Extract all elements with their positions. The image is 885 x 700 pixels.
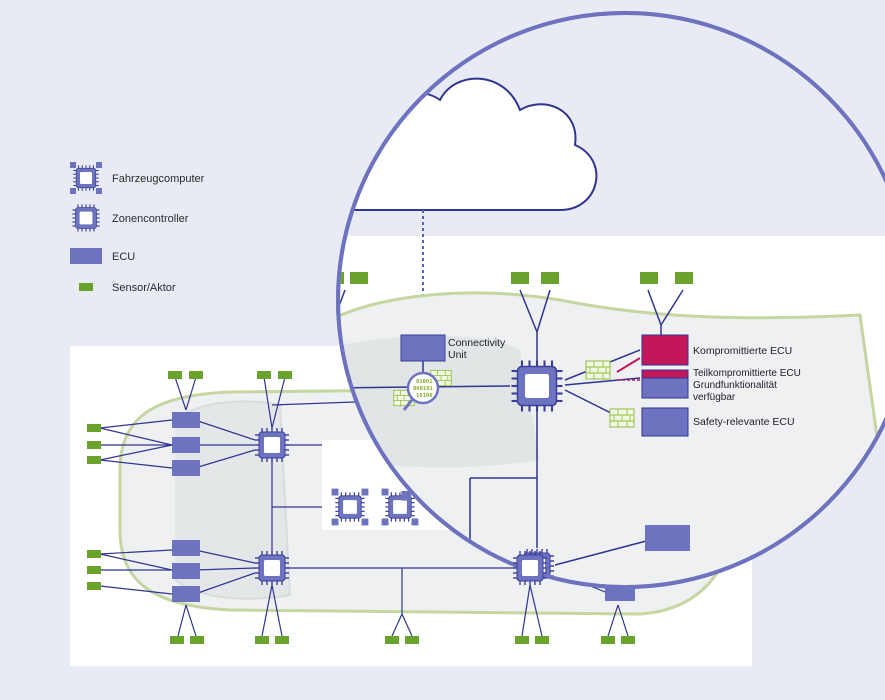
binary-line-1: 01001 (416, 379, 433, 385)
sensor (601, 636, 615, 644)
sensor (189, 371, 203, 379)
sensor-actuator-icon (79, 283, 93, 291)
sensor-group-lower (87, 371, 635, 644)
sensor (190, 636, 204, 644)
sensor (535, 636, 549, 644)
sensor (350, 272, 368, 284)
sensor (87, 456, 101, 464)
sensor (87, 424, 101, 432)
ecu-front-left-2 (172, 437, 200, 453)
partially-compromised-label-3: verfügbar (693, 392, 736, 403)
ecu-rear-left-3 (172, 586, 200, 602)
vehicle-computer-icon (70, 162, 102, 194)
vehicle-computer-1 (332, 489, 369, 526)
sensor (541, 272, 559, 284)
ecu-rear-right-2 (605, 585, 635, 601)
connectivity-unit-label-2: Unit (448, 349, 467, 361)
firewall-icon (585, 360, 611, 380)
legend-ecu: ECU (112, 251, 135, 263)
ecu-icon (70, 248, 102, 264)
partially-compromised-label-2: Grundfunktionalität (693, 380, 777, 391)
zone-controller-icon (71, 203, 101, 233)
sensor (675, 272, 693, 284)
ecu-rear-left-2 (172, 563, 200, 579)
car-window-magnified (340, 335, 540, 468)
inspection-magnifier-icon: 01001 000101 10100 (402, 371, 440, 411)
zone-controller-magnified (510, 359, 564, 413)
firewall-icon (609, 408, 635, 428)
sensor (275, 636, 289, 644)
sensor (87, 550, 101, 558)
safety-relevant-ecu (641, 407, 689, 437)
safety-relevant-ecu-label: Safety-relevante ECU (693, 416, 795, 428)
sensor (640, 272, 658, 284)
binary-line-2: 000101 (413, 386, 434, 392)
sensor (257, 371, 271, 379)
connectivity-unit (400, 334, 446, 362)
sensor (405, 636, 419, 644)
compromised-ecu (641, 334, 689, 366)
sensor (385, 636, 399, 644)
connectivity-unit-label-1: Connectivity (448, 337, 506, 349)
magnified-view: Connectivity Unit 01001 000101 10100 (336, 11, 885, 589)
sensor (170, 636, 184, 644)
sensor (255, 636, 269, 644)
sensor (87, 566, 101, 574)
ecu-group-lower (172, 412, 635, 602)
legend-vehicle-computer: Fahrzeugcomputer (112, 173, 205, 185)
legend-sensor-actuator: Sensor/Aktor (112, 282, 176, 294)
sensor (87, 582, 101, 590)
sensor (621, 636, 635, 644)
zone-controller-rear-left (254, 550, 290, 586)
sensor (515, 636, 529, 644)
ecu-rear-left-1 (172, 540, 200, 556)
legend-zone-controller: Zonencontroller (112, 213, 189, 225)
rear-right-section (512, 525, 690, 586)
ecu-front-left-3 (172, 460, 200, 476)
ecu-rear-right-outer (645, 525, 690, 551)
zone-controller-front-left (254, 427, 290, 463)
sensor (168, 371, 182, 379)
compromised-ecu-label: Kompromittierte ECU (693, 345, 792, 357)
partially-compromised-label-1: Teilkompromittierte ECU (693, 368, 801, 379)
sensor (340, 272, 344, 284)
partially-compromised-ecu-bottom (641, 377, 689, 399)
legend: Fahrzeugcomputer Zonencontroller ECU Sen… (70, 162, 205, 294)
sensor (87, 441, 101, 449)
ecu-front-left-1 (172, 412, 200, 428)
compromised-link (616, 357, 641, 373)
sensor (511, 272, 529, 284)
partially-compromised-ecu-top (641, 369, 689, 379)
binary-line-3: 10100 (416, 393, 433, 399)
sensor (278, 371, 292, 379)
zone-controller-rear-right-outer (512, 550, 548, 586)
